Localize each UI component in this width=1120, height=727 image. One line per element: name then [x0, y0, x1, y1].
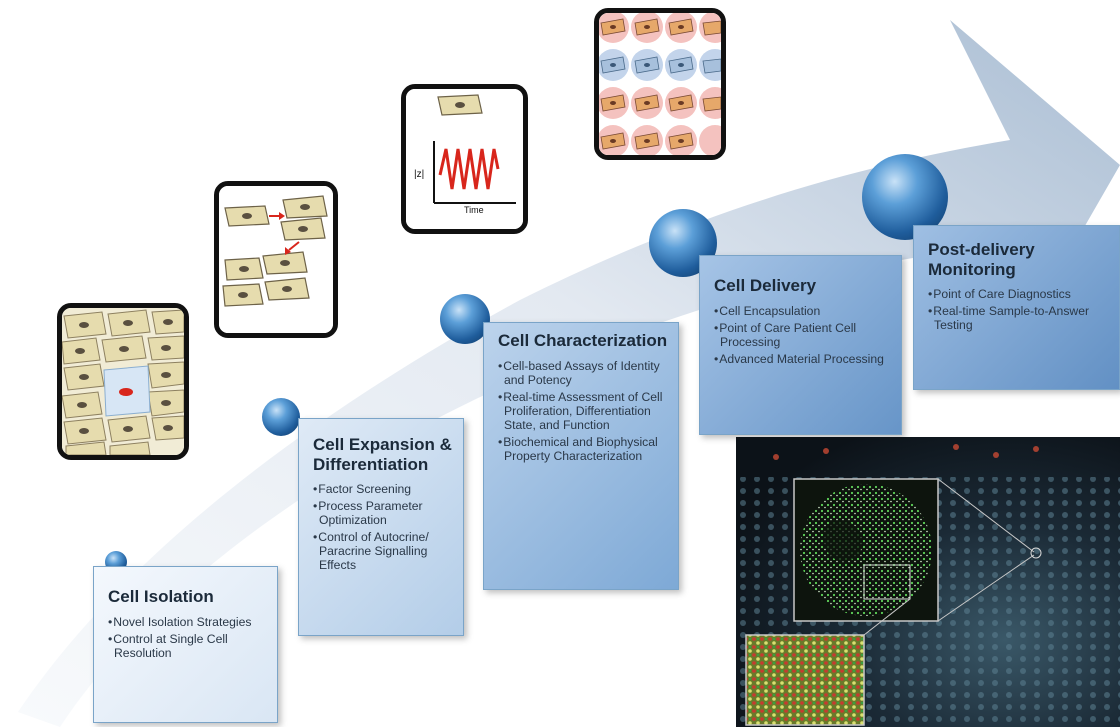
- stage-box-cell-expansion: Cell Expansion & Differentiation Factor …: [298, 418, 464, 636]
- stage-box-cell-isolation: Cell Isolation Novel Isolation Strategie…: [93, 566, 278, 723]
- stage-title: Cell Expansion & Differentiation: [313, 435, 452, 474]
- impedance-time-tile: |z| Time: [401, 84, 528, 234]
- stage-box-cell-delivery: Cell Delivery Cell Encapsulation Point o…: [699, 255, 902, 435]
- stage-item: Cell Encapsulation: [714, 304, 891, 318]
- stage-item: Real-time Sample-to-Answer Testing: [928, 304, 1109, 332]
- stage-item: Cell-based Assays of Identity and Potenc…: [498, 359, 668, 387]
- cell-expansion-tile: [214, 181, 338, 338]
- stage-item: Novel Isolation Strategies: [108, 615, 267, 629]
- impedance-axis-label: |z|: [414, 169, 425, 180]
- cell-isolation-tile: [57, 303, 189, 460]
- stage-title: Post-delivery Monitoring: [928, 240, 1035, 279]
- stage-title: Cell Isolation: [108, 587, 214, 606]
- stage-item: Biochemical and Biophysical Property Cha…: [498, 435, 668, 463]
- stage-box-post-delivery: Post-delivery Monitoring Point of Care D…: [913, 225, 1120, 390]
- microwell-array-photo: [736, 437, 1120, 727]
- time-axis-label: Time: [464, 205, 484, 215]
- stage-item: Point of Care Diagnostics: [928, 287, 1109, 301]
- stage-item: Control of Autocrine/ Paracrine Signalli…: [313, 530, 453, 572]
- stage-item: Factor Screening: [313, 482, 453, 496]
- stage-item: Process Parameter Optimization: [313, 499, 453, 527]
- stage-sphere-5: [862, 154, 948, 240]
- stage-title: Cell Characterization: [498, 331, 668, 350]
- stage-title: Cell Delivery: [714, 276, 817, 295]
- stage-box-cell-characterization: Cell Characterization Cell-based Assays …: [483, 322, 679, 590]
- stage-item: Advanced Material Processing: [714, 352, 891, 366]
- process-arrow: [18, 20, 1120, 727]
- cell-patterning-tile: [594, 8, 726, 160]
- stage-item: Point of Care Patient Cell Processing: [714, 321, 891, 349]
- stage-sphere-3: [440, 294, 490, 344]
- stage-sphere-2: [262, 398, 300, 436]
- stage-item: Real-time Assessment of Cell Proliferati…: [498, 390, 668, 432]
- stage-item: Control at Single Cell Resolution: [108, 632, 267, 660]
